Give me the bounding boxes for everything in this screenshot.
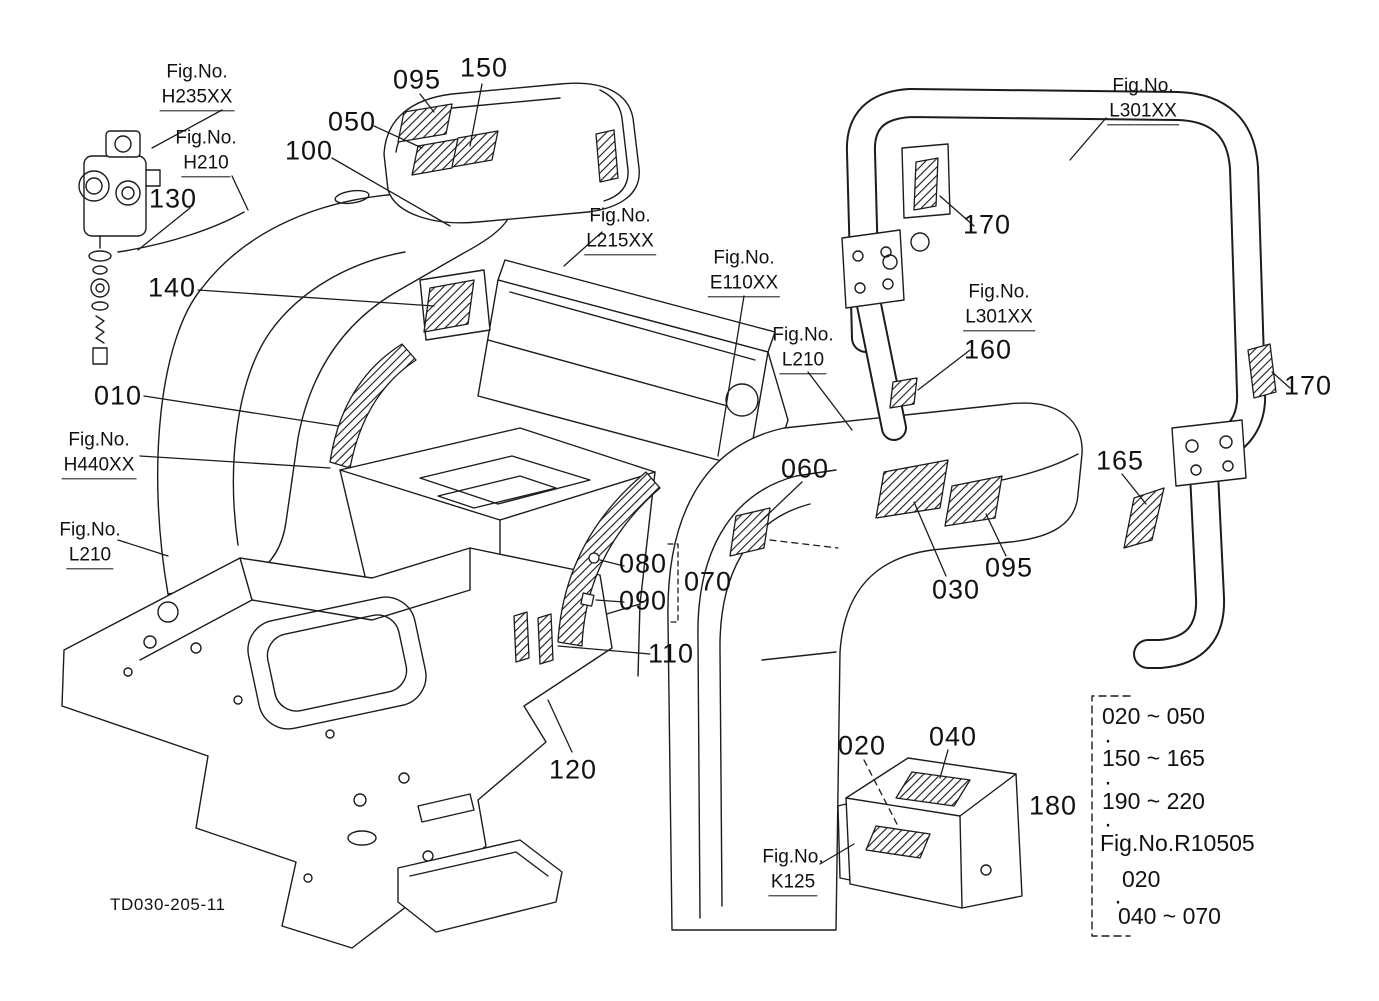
- fig-ref-code: H235XX: [159, 85, 235, 112]
- fig-ref-prefix: Fig.No.: [589, 205, 651, 227]
- decal-150: [451, 130, 499, 168]
- decal-140: [423, 279, 475, 333]
- callout-070: 070: [683, 566, 733, 597]
- legend-dot: ·: [1104, 811, 1112, 838]
- legend-dot: ·: [1104, 769, 1112, 796]
- decal-095-top: [397, 103, 453, 143]
- rear-cover-drawing: [837, 757, 1023, 909]
- legend-row-2: 150 ~ 165: [1102, 745, 1205, 771]
- legend-frame: [1091, 695, 1131, 937]
- decal-020: [865, 825, 931, 859]
- callout-100: 100: [284, 135, 334, 166]
- drawing-number: TD030-205-11: [110, 895, 226, 914]
- fig-ref-prefix: Fig.No.: [59, 519, 121, 541]
- leader-lines: [117, 83, 1291, 865]
- fig-ref-h440xx: Fig.No. H440XX: [61, 428, 137, 480]
- fig-ref-l301xx-top: Fig.No. L301XX: [1107, 74, 1179, 126]
- callout-095-right: 095: [984, 552, 1034, 583]
- legend-row-1: 020 ~ 050: [1102, 703, 1205, 729]
- fig-ref-prefix: Fig.No.: [762, 846, 824, 868]
- fig-ref-e110xx: Fig.No. E110XX: [707, 246, 781, 298]
- fig-ref-prefix: Fig.No.: [968, 281, 1030, 303]
- callout-170-right: 170: [1283, 370, 1333, 401]
- callout-165: 165: [1095, 445, 1145, 476]
- callout-030: 030: [931, 574, 981, 605]
- callout-120: 120: [548, 754, 598, 785]
- decal-cowl-end: [595, 129, 619, 183]
- fig-ref-k125: Fig.No. K125: [762, 845, 824, 897]
- chassis-floor-drawing: [61, 547, 613, 949]
- fig-ref-l210-mid: Fig.No. L210: [772, 323, 834, 375]
- callout-040: 040: [928, 721, 978, 752]
- decal-030: [875, 459, 949, 519]
- decal-170-top: [913, 157, 939, 211]
- fig-ref-h235xx: Fig.No. H235XX: [159, 60, 235, 112]
- fig-ref-l301xx-mid: Fig.No. L301XX: [963, 280, 1035, 332]
- callout-170-top: 170: [962, 209, 1012, 240]
- fig-ref-h210: Fig.No. H210: [175, 126, 237, 178]
- callout-080: 080: [618, 548, 668, 579]
- callout-010: 010: [93, 380, 143, 411]
- fig-ref-code: L210: [779, 348, 827, 375]
- callout-095-top: 095: [392, 64, 442, 95]
- fig-ref-code: L215XX: [584, 229, 656, 256]
- decal-010-band: [329, 343, 417, 469]
- legend-row-5: 020: [1122, 866, 1161, 892]
- decal-110-b: [537, 613, 554, 665]
- fig-ref-prefix: Fig.No.: [175, 127, 237, 149]
- part-080-mark: [588, 552, 600, 564]
- fig-ref-prefix: Fig.No.: [1112, 75, 1174, 97]
- group-bracket-070: [667, 543, 679, 623]
- decal-160: [889, 377, 918, 409]
- fig-ref-l215xx: Fig.No. L215XX: [584, 204, 656, 256]
- fig-ref-code: K125: [768, 870, 818, 897]
- decal-170-right: [1247, 343, 1277, 399]
- fig-ref-prefix: Fig.No.: [68, 429, 130, 451]
- callout-140: 140: [147, 272, 197, 303]
- fig-ref-prefix: Fig.No.: [772, 324, 834, 346]
- legend-row-6: 040 ~ 070: [1118, 903, 1221, 929]
- callout-050: 050: [327, 106, 377, 137]
- callout-130: 130: [148, 183, 198, 214]
- legend-dot: ·: [1104, 727, 1112, 754]
- fig-ref-code: L301XX: [1107, 99, 1179, 126]
- callout-150: 150: [459, 52, 509, 83]
- fig-ref-code: L301XX: [963, 305, 1035, 332]
- decal-040: [895, 771, 971, 807]
- callout-160: 160: [963, 334, 1013, 365]
- legend-row-3: 190 ~ 220: [1102, 788, 1205, 814]
- decal-patches: [329, 103, 1277, 859]
- decal-110-a: [513, 611, 530, 663]
- callout-090: 090: [618, 585, 668, 616]
- callout-110: 110: [647, 638, 695, 669]
- fig-ref-code: E110XX: [707, 271, 781, 298]
- legend-dot: ·: [1114, 888, 1122, 915]
- callout-020: 020: [837, 730, 887, 761]
- decal-165: [1123, 487, 1165, 549]
- fig-ref-code: H210: [181, 151, 231, 178]
- callout-180: 180: [1028, 790, 1078, 821]
- decal-095-right: [944, 475, 1003, 527]
- fig-ref-code: L210: [66, 543, 114, 570]
- callout-060: 060: [780, 453, 830, 484]
- decal-060: [729, 507, 771, 557]
- part-090-mark: [580, 592, 595, 607]
- fig-ref-l210-left: Fig.No. L210: [59, 518, 121, 570]
- fig-ref-prefix: Fig.No.: [166, 61, 228, 83]
- hydraulic-valve-drawing: [78, 130, 245, 365]
- fig-ref-prefix: Fig.No.: [713, 247, 775, 269]
- rops-rollbar-drawing: [841, 88, 1267, 669]
- decal-050: [411, 138, 459, 176]
- fig-ref-code: H440XX: [61, 453, 137, 480]
- legend-row-4: Fig.No.R10505: [1100, 830, 1255, 856]
